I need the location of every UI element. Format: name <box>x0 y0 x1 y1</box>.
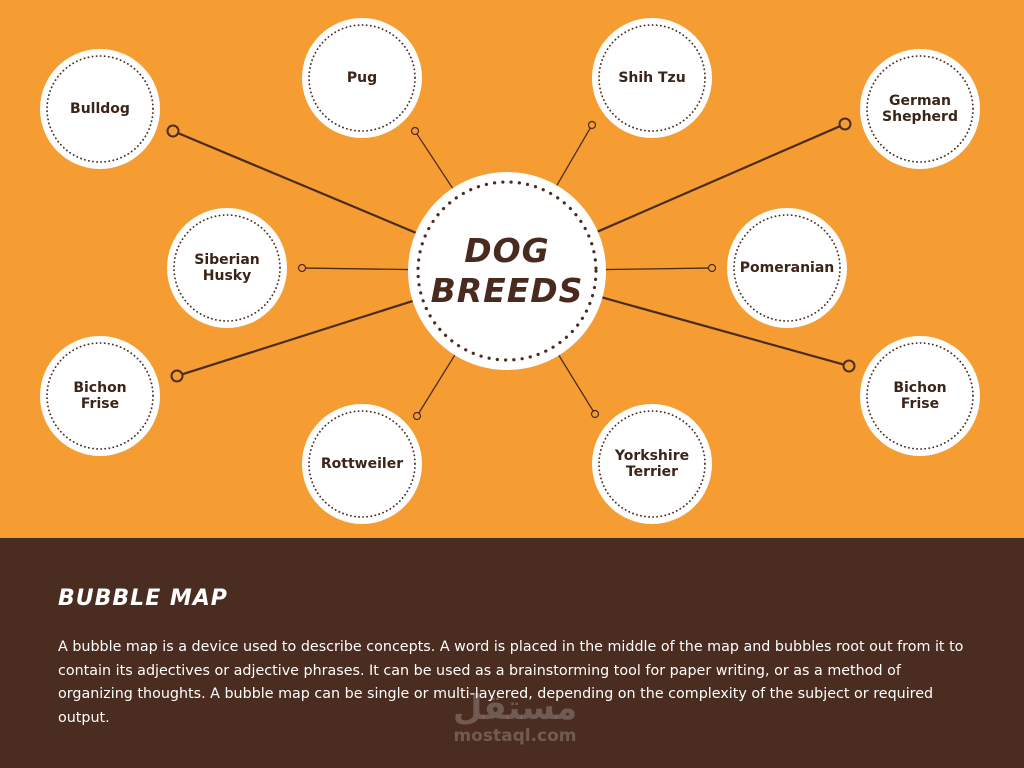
breed-bubble-dotted-ring <box>866 55 974 163</box>
breed-label: Siberian Husky <box>194 252 260 284</box>
connector-line <box>416 133 455 191</box>
watermark-logo: مستقل mostaql.com <box>440 690 590 746</box>
connector-end-node <box>170 369 184 383</box>
breed-label: Bulldog <box>70 101 130 117</box>
breed-label: Bichon Frise <box>73 380 127 412</box>
breed-bubble <box>592 18 712 138</box>
bubble-map-graphic <box>40 18 980 524</box>
watermark-arabic: مستقل <box>452 688 578 728</box>
breed-bubble-dotted-ring <box>46 55 154 163</box>
breed-bubble-dotted-ring <box>866 342 974 450</box>
connector-end-node <box>297 263 307 273</box>
connector-line <box>177 132 418 235</box>
connector-line <box>595 125 841 234</box>
breed-bubble <box>860 49 980 169</box>
breed-bubble-dotted-ring <box>308 24 416 132</box>
breed-bubble <box>592 404 712 524</box>
breed-label: German Shepherd <box>882 93 958 125</box>
breed-bubble-dotted-ring <box>308 410 416 518</box>
breed-bubble-dotted-ring <box>46 342 154 450</box>
breed-bubble-dotted-ring <box>173 214 281 322</box>
connector-end-node <box>838 117 852 131</box>
breed-label: Bichon Frise <box>893 380 947 412</box>
connector-line <box>181 299 415 376</box>
center-bubble-dotted-ring <box>416 180 598 362</box>
connector-line <box>600 295 844 366</box>
breed-bubble <box>302 404 422 524</box>
breed-label: Yorkshire Terrier <box>614 448 690 480</box>
breed-bubble-dotted-ring <box>733 214 841 322</box>
breed-label: Pomeranian <box>739 260 835 276</box>
breed-bubble-dotted-ring <box>598 24 706 132</box>
breed-bubble <box>40 336 160 456</box>
connector-line <box>305 267 411 271</box>
connector-end-node <box>707 263 717 273</box>
connector-end-node <box>842 359 856 373</box>
connector-line <box>603 267 709 271</box>
breed-bubble <box>302 18 422 138</box>
connector-end-node <box>412 411 422 421</box>
connector-end-node <box>587 120 597 130</box>
info-title: BUBBLE MAP <box>58 586 228 611</box>
connector-line <box>555 127 591 188</box>
connector-end-node <box>590 409 600 419</box>
breed-bubble <box>40 49 160 169</box>
breed-bubble <box>727 208 847 328</box>
info-body: A bubble map is a device used to describ… <box>58 639 964 726</box>
connector-line <box>418 353 457 414</box>
connector-end-node <box>166 124 180 138</box>
info-panel: BUBBLE MAP A bubble map is a device used… <box>0 538 1024 768</box>
breed-bubble <box>167 208 287 328</box>
connector-line <box>557 353 594 412</box>
breed-label: Rottweiler <box>320 456 404 472</box>
connector-end-node <box>410 126 420 136</box>
breed-label: Pug <box>346 70 378 86</box>
center-bubble <box>408 172 606 370</box>
breed-label: Shih Tzu <box>618 70 686 86</box>
watermark-latin: mostaql.com <box>453 726 577 746</box>
breed-bubble-dotted-ring <box>598 410 706 518</box>
breed-bubble <box>860 336 980 456</box>
center-title: DOG BREEDS <box>430 231 584 310</box>
